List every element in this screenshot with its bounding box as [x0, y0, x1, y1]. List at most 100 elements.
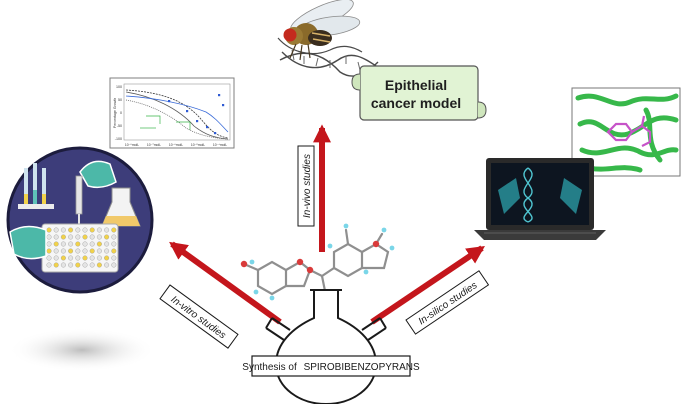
plate-well	[60, 248, 66, 254]
in-vivo-label-box: In-vivo studies	[297, 145, 315, 227]
plate-well	[89, 227, 95, 233]
growth-curve-plot: Percentage Growth 100 50 0 -50 -100 10⁻⁸molL…	[109, 77, 235, 149]
fruit-fly-illustration	[277, 0, 379, 77]
plate-well	[75, 234, 81, 240]
plate-well	[46, 234, 52, 240]
plate-well	[96, 241, 102, 247]
fly-abdomen	[308, 30, 332, 46]
plate-well	[89, 241, 95, 247]
pipette	[75, 175, 83, 215]
plate-well	[96, 227, 102, 233]
plot-ytick: -100	[115, 137, 122, 141]
plot-ylabel: Percentage Growth	[113, 98, 117, 128]
plot-xtick: 10⁻⁸molL	[125, 143, 139, 147]
plate-well	[111, 227, 117, 233]
plate-well	[111, 248, 117, 254]
arrow-to-in-vitro	[169, 241, 282, 325]
round-bottom-flask	[265, 289, 387, 404]
plot-ytick: -50	[117, 124, 122, 128]
in-vitro-label-box: In-vitro studies	[159, 284, 239, 349]
plate-well	[75, 248, 81, 254]
protein-structure-image	[571, 87, 681, 177]
plate-well	[53, 234, 59, 240]
plate-well	[53, 262, 59, 268]
plate-well	[53, 241, 59, 247]
in-silico-label-box: In-silico studies	[405, 270, 490, 335]
model-scroll: Epithelial cancer model	[351, 65, 487, 121]
plate-well	[60, 262, 66, 268]
dna-helix-screen	[523, 167, 533, 223]
plate-well	[82, 255, 88, 261]
plate-well	[96, 255, 102, 261]
well-plate	[41, 223, 119, 273]
plate-well	[104, 255, 110, 261]
plate-well	[46, 227, 52, 233]
in-vivo-label: In-vivo studies	[302, 154, 313, 218]
plate-well	[82, 262, 88, 268]
plate-well	[89, 262, 95, 268]
plot-xtick: 10⁻⁵molL	[191, 143, 205, 147]
plate-well	[46, 255, 52, 261]
plate-well	[104, 248, 110, 254]
plate-well	[60, 241, 66, 247]
plate-well	[111, 241, 117, 247]
plate-well	[75, 255, 81, 261]
plate-well	[89, 255, 95, 261]
svg-text:Synthesis of SPIROBIBENZ: Synthesis of SPIROBIBENZOPYRANS	[242, 362, 420, 373]
plate-well	[46, 248, 52, 254]
plate-well	[82, 248, 88, 254]
plot-ytick: 100	[116, 85, 122, 89]
plot-xtick: 10⁻⁴molL	[213, 143, 227, 147]
plot-points	[168, 94, 225, 135]
synthesis-label: Synthesis of SPIROBIBENZOPYRANS	[242, 355, 420, 377]
plate-well	[53, 248, 59, 254]
plate-well	[104, 227, 110, 233]
plot-ytick: 50	[118, 98, 122, 102]
plate-well	[82, 227, 88, 233]
model-title-line2: cancer model	[371, 95, 461, 111]
plate-well	[46, 262, 52, 268]
plate-well	[96, 262, 102, 268]
plate-well	[75, 227, 81, 233]
hands-screen-left	[498, 178, 520, 214]
plate-well	[111, 262, 117, 268]
plate-well	[68, 255, 74, 261]
synthesis-prefix: Synthesis of	[242, 362, 297, 373]
plate-well	[68, 234, 74, 240]
plate-well	[75, 241, 81, 247]
laptop-illustration	[474, 158, 606, 240]
lab-shadow	[8, 328, 156, 372]
plot-curves	[125, 89, 229, 140]
plot-green-marks	[140, 115, 191, 130]
ligand	[606, 115, 652, 147]
plate-well	[60, 255, 66, 261]
plate-well	[68, 227, 74, 233]
plate-well	[96, 248, 102, 254]
plate-well	[60, 227, 66, 233]
plate-well	[82, 241, 88, 247]
plate-well	[82, 234, 88, 240]
plate-well	[89, 234, 95, 240]
dna-ribbon	[281, 51, 377, 69]
plot-xtick: 10⁻⁷molL	[147, 143, 161, 147]
glove-hand	[79, 160, 117, 189]
plate-well	[96, 234, 102, 240]
model-title-line1: Epithelial	[385, 77, 447, 93]
fly-eye	[283, 28, 297, 42]
plate-well	[104, 262, 110, 268]
plate-well	[104, 241, 110, 247]
plate-well	[68, 241, 74, 247]
plot-ytick: 0	[120, 111, 122, 115]
plate-well	[104, 234, 110, 240]
hands-screen-right	[560, 178, 582, 214]
lab-illustration	[6, 146, 156, 372]
plate-well	[46, 241, 52, 247]
plate-well	[53, 227, 59, 233]
plate-well	[53, 255, 59, 261]
plot-xtick: 10⁻⁶molL	[169, 143, 183, 147]
plate-well	[60, 234, 66, 240]
holding-hand	[9, 225, 47, 260]
plate-well	[89, 248, 95, 254]
in-vitro-label: In-vitro studies	[169, 294, 228, 341]
